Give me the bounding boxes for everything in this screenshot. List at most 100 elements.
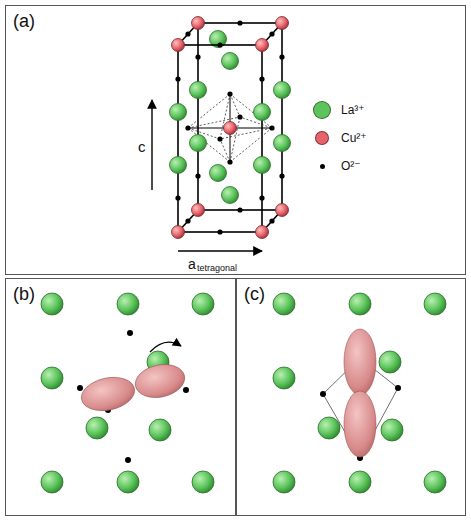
lanthanum-grid — [117, 293, 139, 315]
copper-atoms — [276, 17, 289, 30]
unit-cell-edges — [178, 23, 282, 232]
oxygen-atoms — [259, 76, 264, 81]
oxygen-atoms — [279, 173, 284, 178]
oxygen-atoms — [227, 91, 232, 96]
copper-atoms — [224, 122, 237, 135]
orbital-lobes — [132, 360, 188, 402]
oxygen-atoms — [320, 391, 326, 397]
lanthanum-atoms — [170, 104, 187, 121]
swatch-holder — [311, 164, 333, 169]
unit-cell-edges — [198, 23, 282, 210]
axis-arrows — [152, 100, 262, 251]
atom-swatch — [315, 131, 329, 145]
oxygen-atoms — [217, 42, 222, 47]
oxygen-atoms — [259, 195, 264, 200]
copper-atoms — [172, 226, 185, 239]
lanthanum-grid — [117, 471, 139, 493]
octahedron — [230, 94, 272, 128]
orbital-lobes — [344, 329, 376, 457]
axis-arrows — [178, 250, 262, 251]
oxygen-atoms — [175, 76, 180, 81]
orbital-lobes — [78, 360, 188, 415]
axis-arrows — [151, 100, 152, 190]
lanthanum-atoms — [190, 82, 207, 99]
lanthanum-grid — [273, 293, 446, 493]
axis-label: a — [188, 257, 196, 271]
copper-atoms — [256, 226, 269, 239]
oxygen-atoms — [127, 330, 133, 336]
oxygen-atoms — [269, 125, 274, 130]
legend-entry: Cu²⁺ — [311, 124, 367, 152]
oxygen-atoms — [237, 20, 242, 25]
lanthanum-grid — [41, 293, 63, 315]
legend-label: La³⁺ — [341, 103, 365, 117]
legend-label: O²⁻ — [341, 159, 361, 173]
octahedron — [220, 139, 230, 162]
legend-label: Cu²⁺ — [341, 131, 367, 145]
legend-entry: O²⁻ — [311, 152, 367, 180]
oxygen-atoms — [227, 159, 232, 164]
oxygen-atoms — [175, 20, 284, 234]
octahedron — [188, 128, 230, 162]
atom-swatch — [320, 164, 325, 169]
octahedron — [230, 94, 240, 117]
lanthanum-atoms — [222, 187, 239, 204]
lanthanum-grid — [41, 471, 63, 493]
panel-label: (c) — [237, 279, 265, 305]
oxygen-atoms — [279, 54, 284, 59]
octahedron — [188, 94, 272, 162]
oxygen-atoms — [77, 330, 189, 463]
panel-frame: (c) — [236, 278, 466, 516]
lanthanum-atoms — [274, 135, 291, 152]
copper-atoms — [172, 17, 289, 239]
oxygen-atoms — [217, 229, 222, 234]
copper-atoms — [256, 39, 269, 52]
copper-atoms — [192, 204, 205, 217]
lanthanum-atoms — [274, 82, 291, 99]
oxygen-atoms — [185, 218, 190, 223]
copper-atoms — [276, 204, 289, 217]
lanthanum-grid — [41, 293, 214, 493]
oxygen-atoms — [195, 173, 200, 178]
unit-cell-edges — [178, 45, 262, 232]
panel-label: (a) — [6, 6, 35, 32]
legend: La³⁺ Cu²⁺ O²⁻ — [311, 96, 367, 180]
back-atoms — [210, 165, 227, 182]
oxygen-atoms — [269, 31, 274, 36]
lanthanum-atoms — [254, 157, 271, 174]
copper-atoms — [172, 39, 185, 52]
swatch-holder — [311, 101, 333, 119]
lanthanum-atoms — [222, 53, 239, 70]
axis-subscript: tetragonal — [197, 264, 237, 273]
oxygen-atoms — [237, 207, 242, 212]
oxygen-atoms — [395, 385, 401, 391]
oxygen-atoms — [217, 136, 222, 141]
oxygen-atoms — [185, 125, 190, 130]
lanthanum-grid — [41, 367, 63, 389]
lanthanum-atoms — [170, 53, 291, 204]
orbital-lobes — [344, 329, 376, 395]
oxygen-atoms — [185, 31, 190, 36]
oxygen-atoms — [125, 457, 131, 463]
panel-label: (b) — [6, 279, 35, 305]
swatch-holder — [311, 131, 333, 145]
lanthanum-grid — [149, 419, 171, 441]
lanthanum-atoms — [170, 157, 187, 174]
lanthanum-grid — [86, 417, 108, 439]
copper-atoms — [192, 17, 205, 30]
orbital-lobes — [344, 391, 376, 457]
back-atoms — [210, 31, 227, 182]
oxygen-atoms — [195, 54, 200, 59]
lanthanum-grid — [192, 471, 214, 493]
oxygen-atoms — [77, 385, 83, 391]
panel-frame: (b) — [5, 278, 236, 516]
oxygen-atoms — [237, 114, 242, 119]
lanthanum-atoms — [254, 104, 271, 121]
oxygen-atoms — [175, 195, 180, 200]
panel-frame: (a) — [5, 5, 466, 275]
orbital-lobes — [78, 373, 137, 416]
oxygen-atoms — [183, 387, 189, 393]
lanthanum-atoms — [190, 135, 207, 152]
oxygen-atoms — [269, 218, 274, 223]
legend-entry: La³⁺ — [311, 96, 367, 124]
